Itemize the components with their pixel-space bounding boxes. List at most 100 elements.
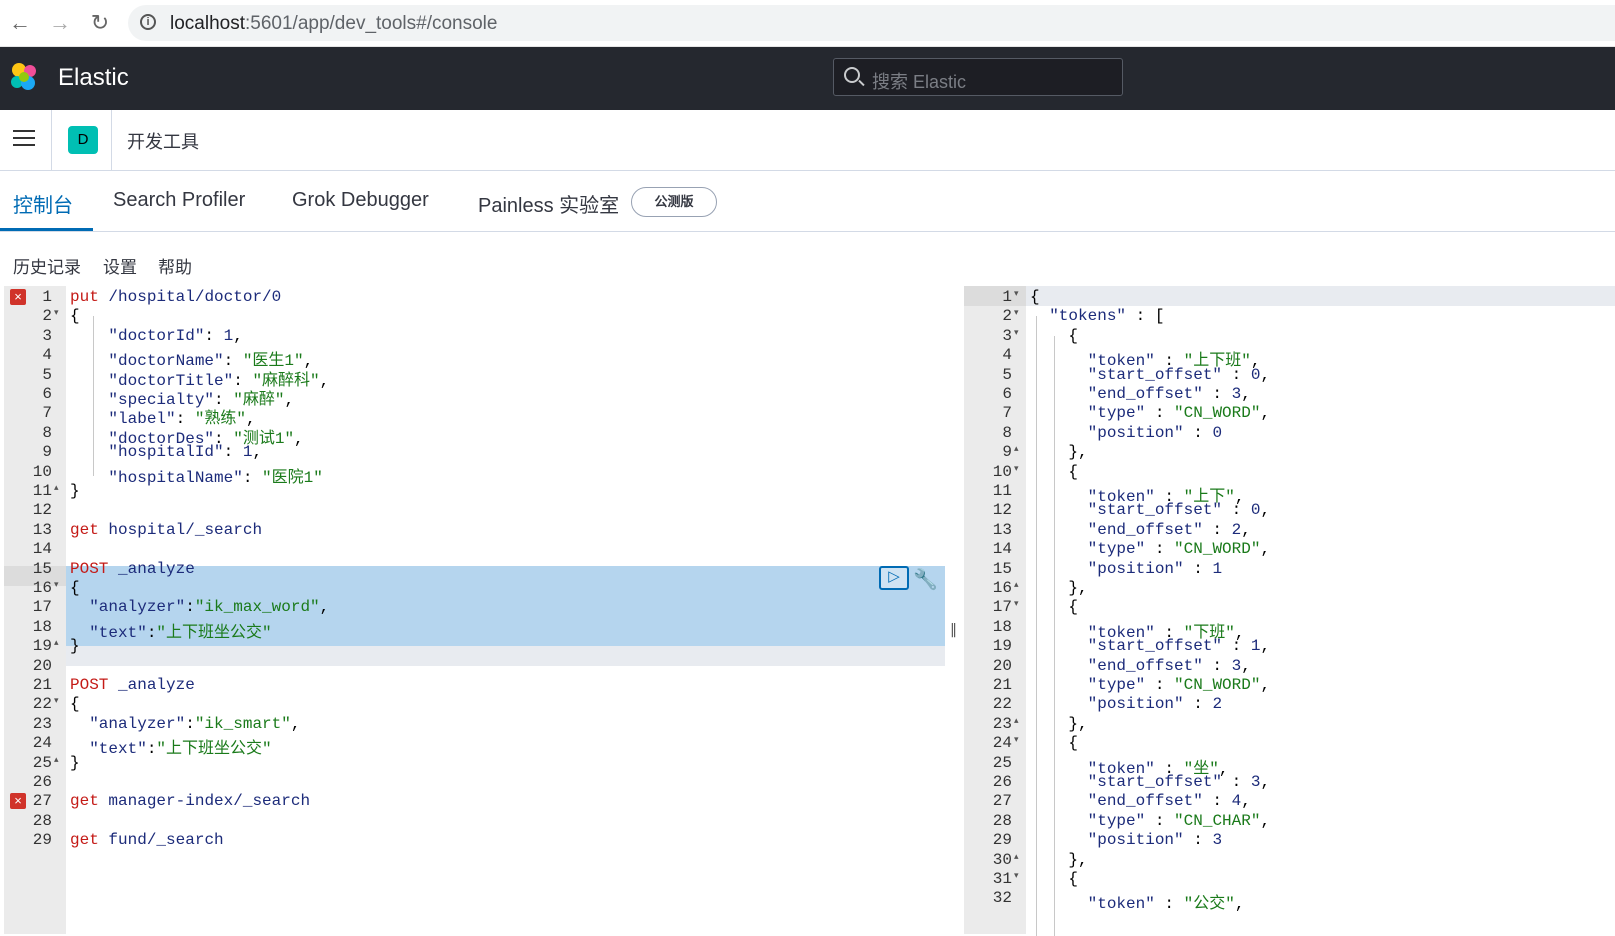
fold-toggle-icon[interactable]: ▴ xyxy=(54,754,59,765)
fold-toggle-icon[interactable]: ▾ xyxy=(1014,463,1019,474)
error-icon[interactable]: × xyxy=(10,289,26,305)
fold-toggle-icon[interactable]: ▴ xyxy=(54,638,59,649)
menu-icon[interactable] xyxy=(13,130,35,148)
tab-grok-debugger[interactable]: Grok Debugger xyxy=(292,189,429,211)
fold-toggle-icon[interactable]: ▾ xyxy=(1014,289,1019,299)
fold-toggle-icon[interactable]: ▾ xyxy=(54,308,59,319)
response-line[interactable]: 20 "end_offset" : 3, xyxy=(964,657,1615,677)
response-line[interactable]: 3▾ { xyxy=(964,327,1615,347)
response-line[interactable]: 2▾ "tokens" : [ xyxy=(964,307,1615,327)
request-line[interactable]: 20 xyxy=(4,657,944,677)
back-arrow-icon[interactable]: ← xyxy=(9,10,31,35)
reload-icon[interactable]: ↻ xyxy=(90,10,110,35)
response-line[interactable]: 27 "end_offset" : 4, xyxy=(964,792,1615,812)
response-line[interactable]: 1▾{ xyxy=(964,288,1615,308)
tab-search-profiler[interactable]: Search Profiler xyxy=(113,189,246,211)
response-line[interactable]: 30▴ }, xyxy=(964,851,1615,871)
tab-console[interactable]: 控制台 xyxy=(13,195,73,217)
request-line[interactable]: 10 "hospitalName": "医院1" xyxy=(4,463,944,487)
response-line[interactable]: 4 "token" : "上下班", xyxy=(964,346,1615,370)
settings-link[interactable]: 设置 xyxy=(103,258,137,277)
response-line[interactable]: 10▾ { xyxy=(964,463,1615,483)
response-line[interactable]: 6 "end_offset" : 3, xyxy=(964,385,1615,405)
response-line[interactable]: 9▴ }, xyxy=(964,443,1615,463)
response-line[interactable]: 14 "type" : "CN_WORD", xyxy=(964,540,1615,560)
fold-toggle-icon[interactable]: ▴ xyxy=(1014,715,1019,726)
request-line[interactable]: 12 xyxy=(4,501,944,521)
request-line[interactable]: 22▾{ xyxy=(4,695,944,715)
request-line[interactable]: 23 "analyzer":"ik_smart", xyxy=(4,715,944,735)
request-line[interactable]: 18 "text":"上下班坐公交" xyxy=(4,618,944,642)
response-line[interactable]: 5 "start_offset" : 0, xyxy=(964,366,1615,386)
tab-painless-lab[interactable]: Painless 实验室 xyxy=(478,195,620,217)
fold-toggle-icon[interactable]: ▴ xyxy=(1014,851,1019,862)
resize-handle-icon[interactable]: ‖ xyxy=(950,622,957,638)
response-line[interactable]: 12 "start_offset" : 0, xyxy=(964,501,1615,521)
fold-toggle-icon[interactable]: ▴ xyxy=(1014,580,1019,590)
response-line[interactable]: 31▾ { xyxy=(964,870,1615,890)
fold-toggle-icon[interactable]: ▾ xyxy=(1014,871,1019,881)
response-line[interactable]: 23▴ }, xyxy=(964,715,1615,735)
wrench-icon[interactable]: 🔧 xyxy=(913,567,938,591)
space-avatar[interactable]: D xyxy=(68,126,98,154)
response-line[interactable]: 21 "type" : "CN_WORD", xyxy=(964,676,1615,696)
help-link[interactable]: 帮助 xyxy=(158,258,192,277)
request-line[interactable]: 28 xyxy=(4,812,944,832)
response-line[interactable]: 25 "token" : "坐", xyxy=(964,754,1615,778)
request-line[interactable]: 3 "doctorId": 1, xyxy=(4,327,944,347)
global-search-input[interactable]: 搜索 Elastic xyxy=(833,58,1123,96)
pane-resizer[interactable]: ‖ xyxy=(945,286,963,934)
fold-toggle-icon[interactable]: ▾ xyxy=(1014,327,1019,338)
fold-toggle-icon[interactable]: ▴ xyxy=(54,483,59,493)
fold-toggle-icon[interactable]: ▾ xyxy=(1014,308,1019,319)
response-line[interactable]: 18 "token" : "下班", xyxy=(964,618,1615,642)
request-line[interactable]: 16▾{ xyxy=(4,579,944,599)
response-line[interactable]: 16▴ }, xyxy=(964,579,1615,599)
elastic-logo-icon[interactable] xyxy=(8,61,40,93)
request-line[interactable]: 14 xyxy=(4,540,944,560)
response-line[interactable]: 29 "position" : 3 xyxy=(964,831,1615,851)
history-link[interactable]: 历史记录 xyxy=(13,258,81,277)
response-line[interactable]: 15 "position" : 1 xyxy=(964,560,1615,580)
request-line[interactable]: 9 "hospitalId": 1, xyxy=(4,443,944,463)
request-line[interactable]: 8 "doctorDes": "测试1", xyxy=(4,424,944,448)
request-line[interactable]: 2▾{ xyxy=(4,307,944,327)
response-line[interactable]: 19 "start_offset" : 1, xyxy=(964,637,1615,657)
fold-toggle-icon[interactable]: ▾ xyxy=(54,580,59,590)
response-line[interactable]: 11 "token" : "上下", xyxy=(964,482,1615,506)
forward-arrow-icon[interactable]: → xyxy=(49,10,71,35)
response-output[interactable]: 1▾{2▾ "tokens" : [3▾ {4 "token" : "上下班",… xyxy=(964,286,1615,936)
request-line[interactable]: 17 "analyzer":"ik_max_word", xyxy=(4,598,944,618)
fold-toggle-icon[interactable]: ▾ xyxy=(1014,735,1019,746)
request-line[interactable]: 11▴} xyxy=(4,482,944,502)
response-line[interactable]: 8 "position" : 0 xyxy=(964,424,1615,444)
address-bar[interactable]: i localhost:5601/app/dev_tools#/console xyxy=(128,5,1615,41)
response-line[interactable]: 22 "position" : 2 xyxy=(964,695,1615,715)
error-icon[interactable]: × xyxy=(10,793,26,810)
response-line[interactable]: 32 "token" : "公交", xyxy=(964,889,1615,913)
site-info-icon[interactable]: i xyxy=(140,14,156,30)
request-line[interactable]: 4 "doctorName": "医生1", xyxy=(4,346,944,370)
fold-toggle-icon[interactable]: ▾ xyxy=(54,696,59,707)
response-line[interactable]: 28 "type" : "CN_CHAR", xyxy=(964,812,1615,832)
send-request-button[interactable]: ▷ xyxy=(879,566,909,590)
request-line[interactable]: 19▴} xyxy=(4,637,944,657)
request-line[interactable]: 25▴} xyxy=(4,754,944,774)
response-line[interactable]: 24▾ { xyxy=(964,734,1615,754)
request-line[interactable]: 24 "text":"上下班坐公交" xyxy=(4,734,944,758)
response-line[interactable]: 17▾ { xyxy=(964,598,1615,618)
response-line[interactable]: 13 "end_offset" : 2, xyxy=(964,521,1615,541)
response-line[interactable]: 7 "type" : "CN_WORD", xyxy=(964,404,1615,424)
request-line[interactable]: 6 "specialty": "麻醉", xyxy=(4,385,944,409)
request-line[interactable]: 7 "label": "熟练", xyxy=(4,404,944,428)
request-line[interactable]: 5 "doctorTitle": "麻醉科", xyxy=(4,366,944,390)
response-line[interactable]: 26 "start_offset" : 3, xyxy=(964,773,1615,793)
fold-toggle-icon[interactable]: ▾ xyxy=(1014,599,1019,610)
